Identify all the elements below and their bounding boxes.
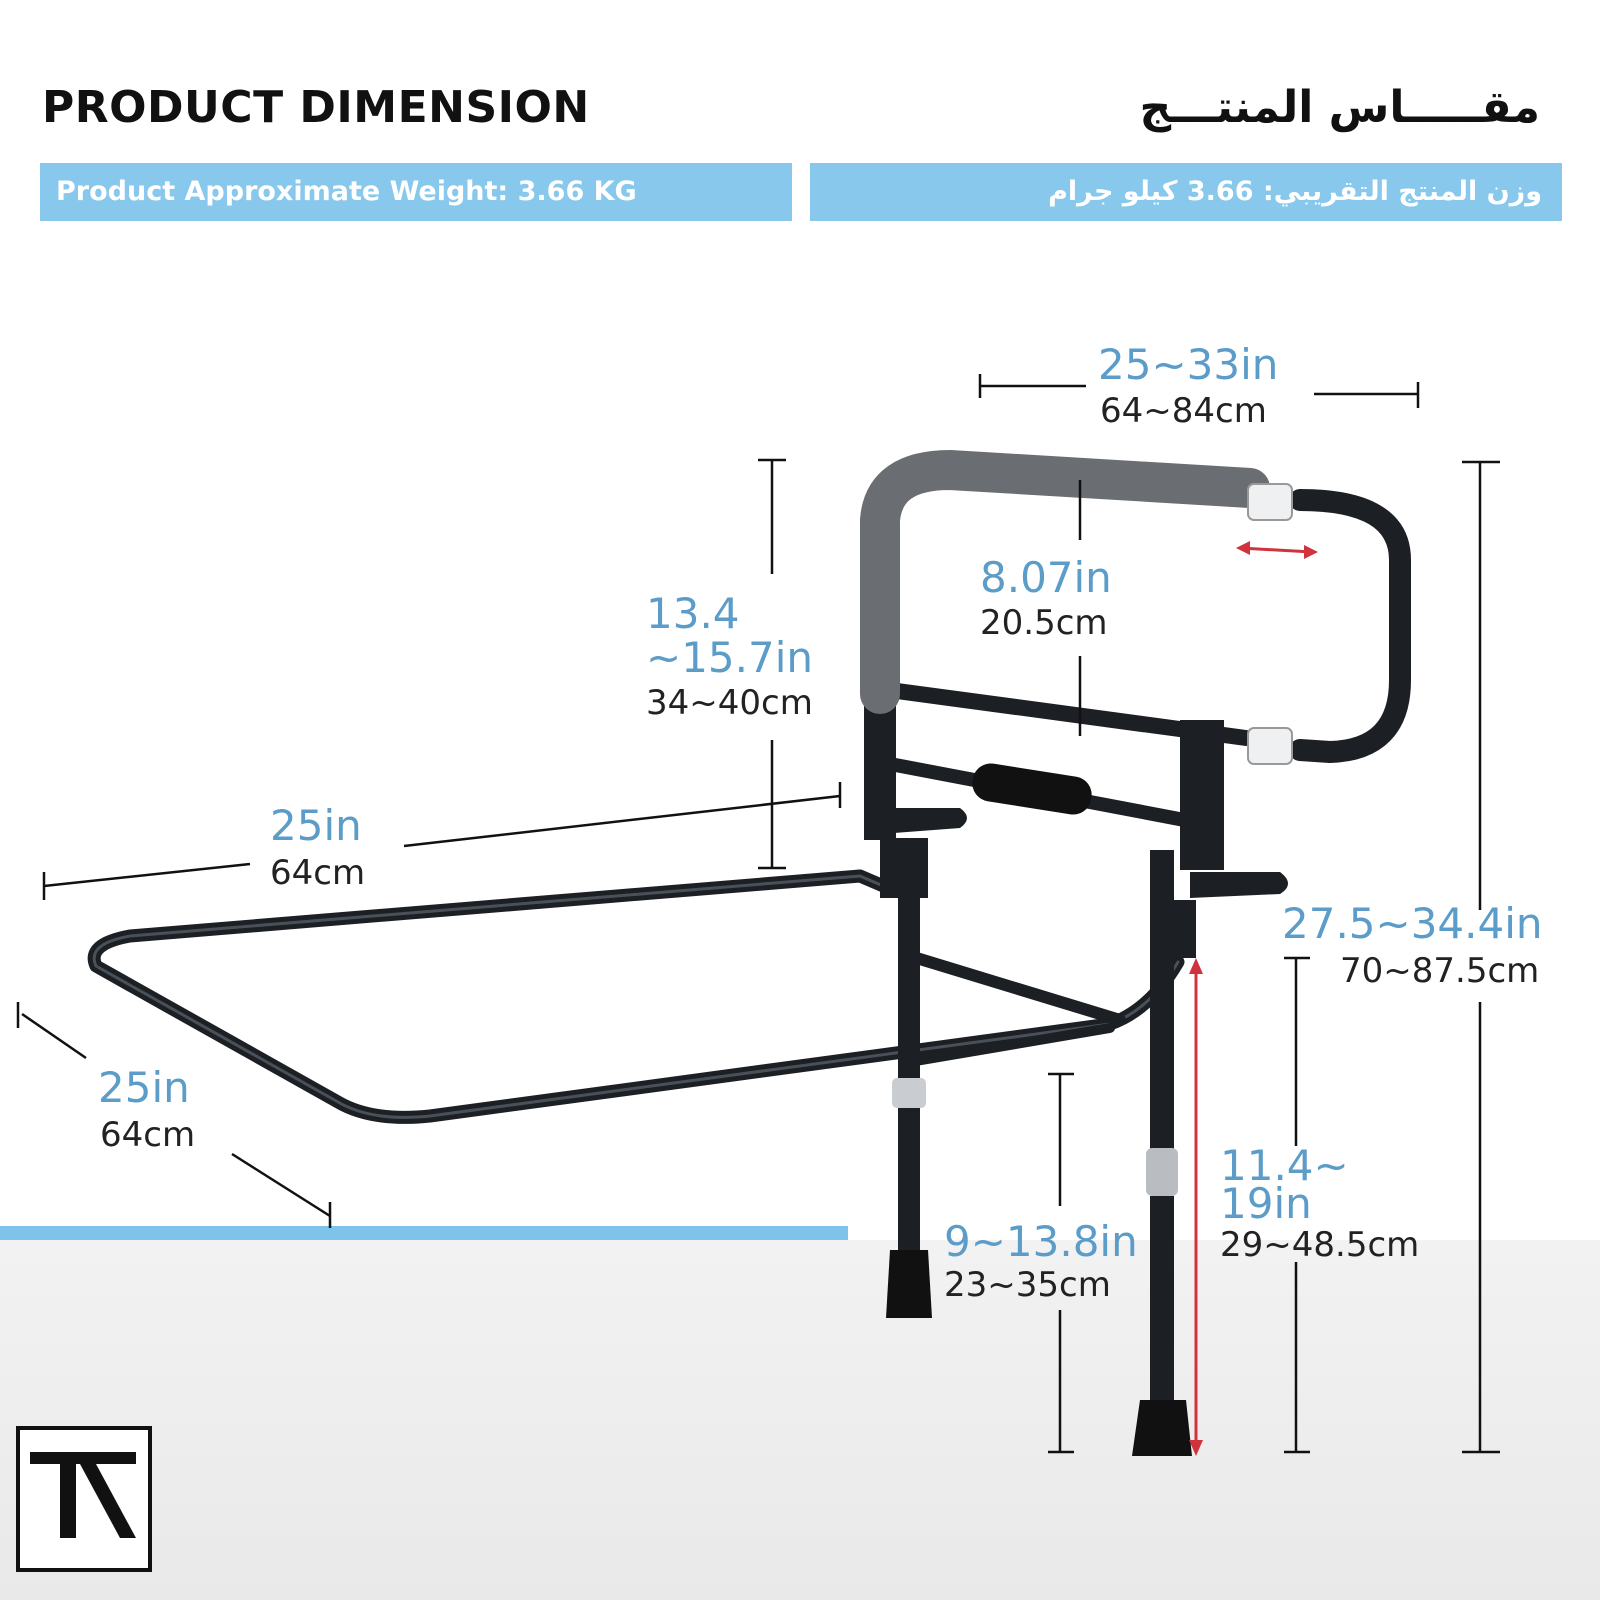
upper-height-cm: 34~40cm	[646, 683, 813, 723]
frame-depth-cm: 64cm	[100, 1115, 195, 1155]
top-width-cm: 64~84cm	[1100, 391, 1267, 431]
floor-accent-line	[0, 1226, 848, 1240]
upper-height-in-1: 13.4	[646, 589, 740, 638]
frame-width-in: 25in	[270, 801, 362, 850]
leg-height-in: 9~13.8in	[944, 1217, 1138, 1266]
handle-height-in: 8.07in	[980, 553, 1112, 602]
frame-depth-in: 25in	[98, 1063, 190, 1112]
leg-adjust-cm: 29~48.5cm	[1220, 1225, 1419, 1265]
page-title-ar: مقـــــاس المنتـــج	[1139, 82, 1540, 133]
leg-adjust-in-1: 11.4~	[1220, 1141, 1349, 1190]
top-width-in: 25~33in	[1098, 340, 1278, 389]
total-height-in: 27.5~34.4in	[1282, 899, 1543, 948]
weight-band-en: Product Approximate Weight: 3.66 KG	[40, 163, 792, 221]
frame-width-cm: 64cm	[270, 853, 365, 893]
floor-background	[0, 1240, 1600, 1600]
total-height-cm: 70~87.5cm	[1340, 951, 1539, 991]
handle-height-cm: 20.5cm	[980, 603, 1108, 643]
brand-logo-icon	[16, 1426, 152, 1572]
bed-rail-frame	[87, 450, 1411, 1456]
upper-height-in-2: ~15.7in	[646, 633, 813, 682]
dimension-lines	[16, 374, 1500, 1454]
leg-adjust-in-2: 19in	[1220, 1179, 1312, 1228]
weight-band-ar: وزن المنتج التقريبي: 3.66 كيلو جرام	[810, 163, 1562, 221]
leg-height-cm: 23~35cm	[944, 1265, 1111, 1305]
page-title-en: PRODUCT DIMENSION	[42, 82, 590, 133]
